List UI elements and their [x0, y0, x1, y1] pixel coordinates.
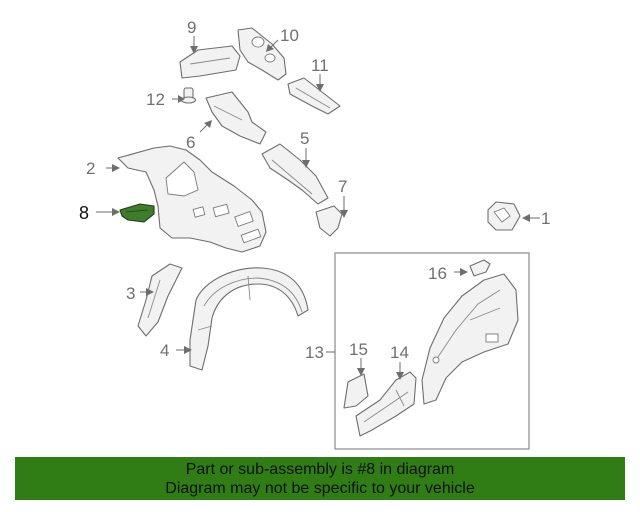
parts-diagram: 9 10 11 12 6 5 [79, 18, 550, 450]
callout-5: 5 [300, 129, 309, 148]
part-info-banner: Part or sub-assembly is #8 in diagram Di… [15, 457, 625, 500]
part-7[interactable]: 7 [315, 177, 348, 237]
assembly-13-box: 13 [305, 252, 530, 450]
callout-13: 13 [305, 343, 324, 362]
part-1[interactable]: 1 [487, 201, 550, 231]
part-9[interactable]: 9 [179, 18, 241, 79]
part-12[interactable]: 12 [146, 87, 197, 109]
callout-6: 6 [186, 133, 195, 152]
part-4[interactable]: 4 [160, 267, 309, 371]
callout-10: 10 [280, 26, 299, 45]
callout-11: 11 [311, 56, 329, 75]
part-5[interactable]: 5 [261, 129, 329, 205]
callout-1: 1 [541, 209, 550, 228]
callout-2: 2 [86, 159, 95, 178]
callout-15: 15 [349, 340, 368, 359]
banner-line-2: Diagram may not be specific to your vehi… [165, 480, 475, 497]
part-3[interactable]: 3 [126, 263, 183, 337]
callout-14: 14 [390, 343, 409, 362]
callout-9: 9 [187, 18, 196, 37]
callout-3: 3 [126, 284, 135, 303]
part-13-assembly[interactable] [421, 273, 519, 405]
callout-7: 7 [338, 177, 347, 196]
callout-12: 12 [146, 90, 165, 109]
part-8[interactable]: 8 [79, 203, 155, 223]
part-16[interactable]: 16 [428, 259, 491, 283]
part-6[interactable]: 6 [186, 91, 267, 152]
part-11[interactable]: 11 [287, 56, 341, 115]
callout-8: 8 [79, 203, 89, 223]
banner-line-1: Part or sub-assembly is #8 in diagram [185, 461, 455, 478]
callout-4: 4 [160, 341, 169, 360]
part-2[interactable]: 2 [86, 145, 267, 253]
callout-16: 16 [428, 264, 447, 283]
part-15[interactable]: 15 [343, 340, 369, 409]
part-14[interactable]: 14 [355, 343, 417, 437]
part-10[interactable]: 10 [237, 26, 299, 81]
